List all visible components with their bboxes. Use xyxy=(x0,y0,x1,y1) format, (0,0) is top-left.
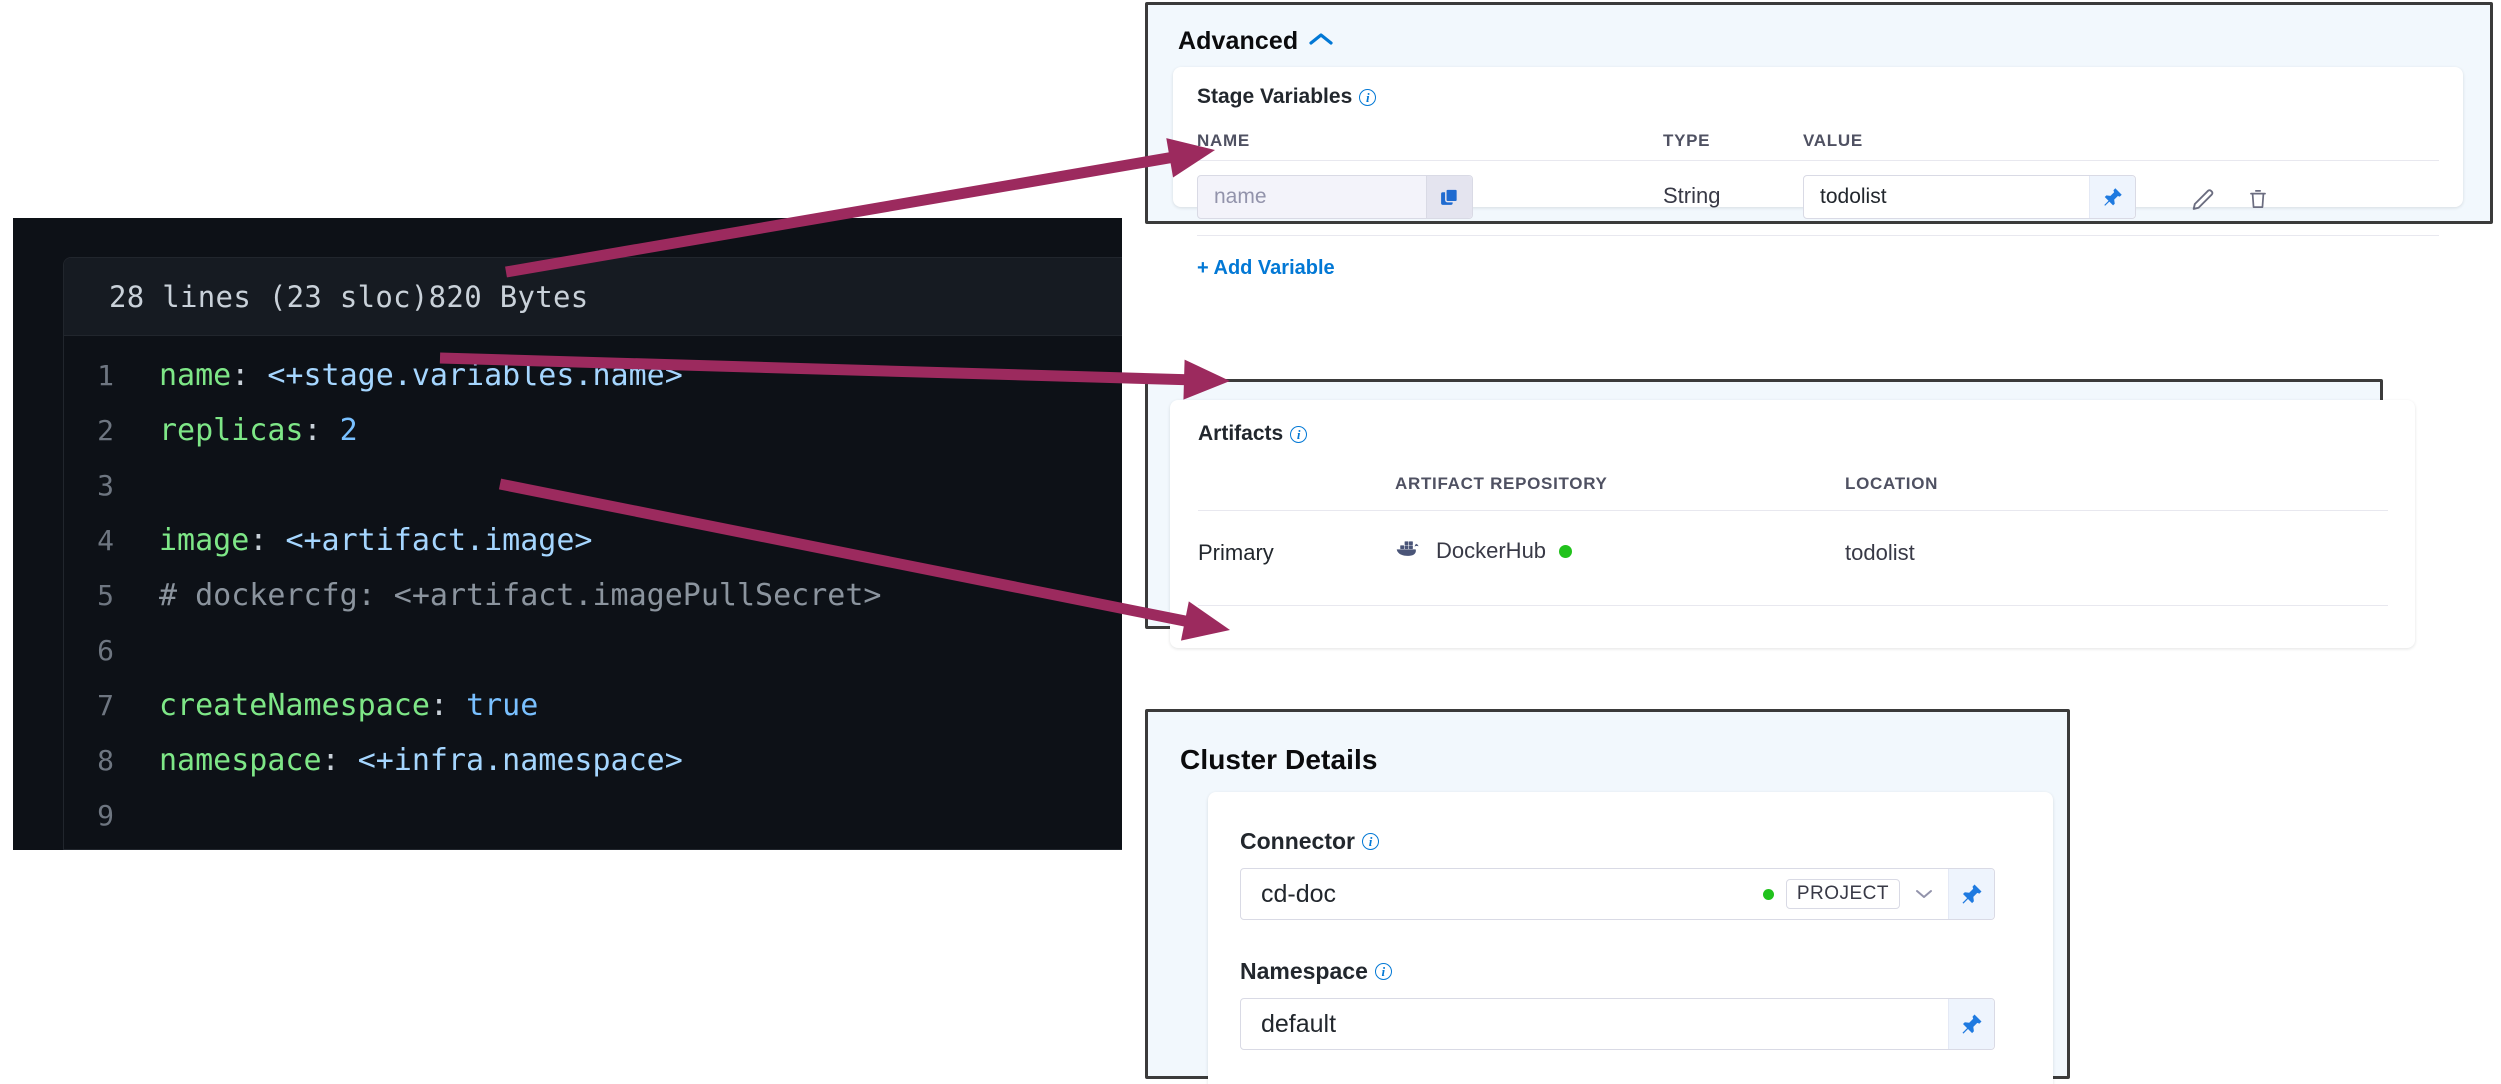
line-number: 5 xyxy=(97,579,114,612)
info-icon[interactable]: i xyxy=(1362,833,1379,850)
cluster-details-title: Cluster Details xyxy=(1180,744,1378,775)
chevron-up-icon[interactable] xyxy=(1308,26,1334,54)
info-icon[interactable]: i xyxy=(1374,963,1392,980)
connector-scope-badge: PROJECT xyxy=(1785,879,1900,909)
code-viewer-card: 28 lines (23 sloc) 820 Bytes 1 name: <+st… xyxy=(63,257,1122,850)
code-line-content: image: <+artifact.image> xyxy=(159,523,593,558)
info-icon[interactable]: i xyxy=(1359,88,1377,106)
line-number: 3 xyxy=(97,469,114,502)
artifacts-label: Artifacts i xyxy=(1198,422,1308,446)
code-line: 2 replicas: 2 xyxy=(64,403,1122,458)
variable-type-value: String xyxy=(1663,183,1721,208)
code-line: 1 name: <+stage.variables.name> xyxy=(64,348,1122,403)
artifacts-divider-bottom xyxy=(1198,605,2388,606)
advanced-panel: Advanced Stage Variables i NAME TYPE VAL… xyxy=(1145,2,2493,279)
artifacts-card: Artifacts i ARTIFACT REPOSITORY LOCATION… xyxy=(1170,400,2415,648)
chevron-down-icon[interactable] xyxy=(1914,883,1934,906)
connector-input[interactable]: cd-doc PROJECT xyxy=(1240,868,1995,920)
code-line: 4 image: <+artifact.image> xyxy=(64,513,1122,568)
code-line: 8 namespace: <+infra.namespace> xyxy=(64,733,1122,788)
column-header-artifact-repository: ARTIFACT REPOSITORY xyxy=(1395,474,1608,493)
advanced-title: Advanced xyxy=(1178,27,1299,55)
code-lines-container: 1 name: <+stage.variables.name> 2 replicas:… xyxy=(64,336,1122,843)
namespace-input[interactable]: default xyxy=(1240,998,1995,1050)
artifacts-panel: Artifacts i ARTIFACT REPOSITORY LOCATION… xyxy=(1145,379,2415,648)
artifacts-divider-top xyxy=(1198,510,2388,511)
cluster-details-panel: Cluster Details Connector i cd-doc PROJE… xyxy=(1145,709,2070,1084)
artifact-location: todolist xyxy=(1845,540,1915,565)
variable-value-input[interactable]: todolist xyxy=(1803,175,2136,219)
docker-icon xyxy=(1395,537,1423,565)
edit-icon[interactable] xyxy=(2183,179,2223,219)
code-viewer-header: 28 lines (23 sloc) 820 Bytes xyxy=(64,258,1122,336)
artifact-repository-cell[interactable]: DockerHub xyxy=(1395,537,1573,565)
pin-icon[interactable] xyxy=(1948,999,1994,1049)
code-line-content: name: <+stage.variables.name> xyxy=(159,358,683,393)
info-icon[interactable]: i xyxy=(1290,425,1308,443)
status-dot xyxy=(1559,544,1573,558)
namespace-value: default xyxy=(1261,1009,1337,1038)
line-number: 8 xyxy=(97,744,114,777)
column-header-type: TYPE xyxy=(1663,131,1711,150)
connector-status-dot xyxy=(1762,888,1774,900)
add-variable-button[interactable]: + Add Variable xyxy=(1197,257,1335,279)
line-number: 9 xyxy=(97,799,114,832)
copy-icon[interactable] xyxy=(1426,176,1472,218)
variable-name-placeholder: name xyxy=(1214,185,1267,208)
line-number: 7 xyxy=(97,689,114,722)
stage-variables-label: Stage Variables i xyxy=(1197,85,1377,109)
variable-name-input[interactable]: name xyxy=(1197,175,1473,219)
cluster-details-card: Connector i cd-doc PROJECT Namespace i d… xyxy=(1208,792,2053,1084)
pin-icon[interactable] xyxy=(1948,869,1994,919)
code-line-content: namespace: <+infra.namespace> xyxy=(159,743,683,778)
table-row: name String todolist xyxy=(1173,172,2463,232)
variable-value-text: todolist xyxy=(1820,185,1887,208)
connector-value: cd-doc xyxy=(1261,879,1337,908)
namespace-label: Namespace i xyxy=(1240,958,1392,985)
column-header-location: LOCATION xyxy=(1845,474,1939,493)
artifact-kind: Primary xyxy=(1198,540,1274,565)
code-line: 7 createNamespace: true xyxy=(64,678,1122,733)
stage-variables-card: Stage Variables i NAME TYPE VALUE name S… xyxy=(1173,67,2463,236)
code-line: 3 xyxy=(64,458,1122,513)
delete-icon[interactable] xyxy=(2238,179,2278,219)
column-header-value: VALUE xyxy=(1803,131,1863,150)
code-viewer-panel: 28 lines (23 sloc) 820 Bytes 1 name: <+st… xyxy=(13,218,1122,850)
code-line-content: # dockercfg: <+artifact.imagePullSecret> xyxy=(159,578,882,613)
line-number: 4 xyxy=(97,524,114,557)
code-line: 5 # dockercfg: <+artifact.imagePullSecret… xyxy=(64,568,1122,623)
code-lines-meta: 28 lines (23 sloc) xyxy=(109,279,429,314)
code-line-content: createNamespace: true xyxy=(159,688,539,723)
connector-label: Connector i xyxy=(1240,828,1379,855)
table-divider-top xyxy=(1197,160,2439,161)
line-number: 2 xyxy=(97,414,114,447)
artifact-repository-name: DockerHub xyxy=(1436,538,1547,563)
line-number: 6 xyxy=(97,634,114,667)
code-line: 6 xyxy=(64,623,1122,678)
code-line: 9 xyxy=(64,788,1122,843)
code-line-content: replicas: 2 xyxy=(159,413,358,448)
line-number: 1 xyxy=(97,359,114,392)
table-divider-bottom xyxy=(1197,235,2439,236)
pin-icon[interactable] xyxy=(2089,176,2135,218)
column-header-name: NAME xyxy=(1197,131,1250,150)
code-size-meta: 820 Bytes xyxy=(428,279,589,314)
